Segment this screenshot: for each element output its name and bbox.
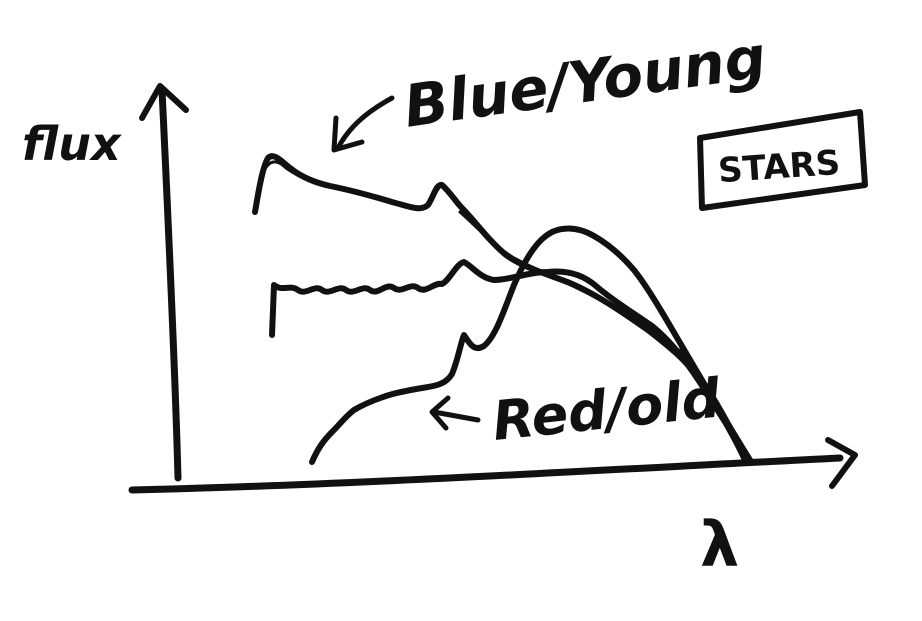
red-old-annotation: Red/old	[429, 366, 725, 453]
stars-box-label: STARS	[717, 143, 842, 191]
curve-intermediate	[269, 259, 751, 461]
blue-young-label: Blue/Young	[400, 23, 770, 141]
stars-box: STARS	[697, 109, 868, 211]
y-axis	[139, 83, 189, 482]
blue-young-annotation: Blue/Young	[331, 23, 770, 153]
x-axis	[128, 437, 858, 494]
x-axis-label: λ	[700, 508, 739, 581]
red-old-label: Red/old	[490, 366, 725, 453]
curve-red-old	[309, 225, 753, 465]
y-axis-label: flux	[22, 117, 122, 171]
